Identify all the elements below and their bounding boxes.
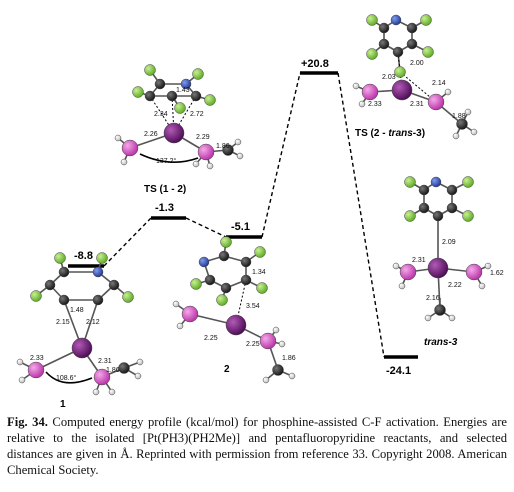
- energy-profile-figure: -8.8 -1.3 -5.1 +20.8 -24.1: [16, 14, 504, 408]
- structure-2: 1.34 3.54 2.25 2.25 1.86 2: [172, 236, 296, 384]
- svg-text:1.88: 1.88: [452, 113, 466, 120]
- svg-text:2.16: 2.16: [426, 295, 440, 302]
- label-2: 2: [224, 364, 230, 375]
- energy-values: -8.8 -1.3 -5.1 +20.8 -24.1: [74, 58, 411, 377]
- energy-connectors: [103, 72, 385, 358]
- svg-text:2.25: 2.25: [204, 335, 218, 342]
- svg-text:1.43: 1.43: [176, 87, 190, 94]
- label-ts12: TS (1 - 2): [144, 184, 186, 195]
- svg-text:2.72: 2.72: [190, 111, 204, 118]
- energy-2: -5.1: [231, 221, 250, 233]
- svg-text:2.15: 2.15: [56, 319, 70, 326]
- caption-text: Computed energy profile (kcal/mol) for p…: [7, 415, 507, 477]
- svg-text:2.09: 2.09: [442, 239, 456, 246]
- svg-text:2.03: 2.03: [382, 74, 396, 81]
- svg-text:1.86: 1.86: [106, 367, 120, 374]
- svg-text:2.26: 2.26: [144, 131, 158, 138]
- label-trans3: trans-3: [424, 337, 458, 348]
- svg-text:2.12: 2.12: [86, 319, 100, 326]
- svg-text:1.48: 1.48: [70, 307, 84, 314]
- svg-text:2.29: 2.29: [196, 134, 210, 141]
- structure-ts12: 1.43 2.34 2.72 2.26 2.29 1.86 137.2° TS …: [114, 64, 244, 195]
- energy-ts2t3: +20.8: [301, 58, 329, 70]
- svg-text:2.33: 2.33: [368, 101, 382, 108]
- svg-text:2.31: 2.31: [410, 101, 424, 108]
- energy-trans3: -24.1: [386, 365, 411, 377]
- label-1: 1: [60, 399, 66, 408]
- structure-1: 1.48 2.15 2.12 2.33 2.31 1.86 108.6° 1: [16, 252, 144, 408]
- svg-text:2.22: 2.22: [448, 282, 462, 289]
- svg-text:2.31: 2.31: [98, 358, 112, 365]
- svg-text:2.00: 2.00: [410, 60, 424, 67]
- svg-text:2.25: 2.25: [246, 341, 260, 348]
- label-ts2t3: TS (2 - trans-3): [355, 128, 425, 139]
- energy-levels: [68, 71, 418, 359]
- energy-1: -8.8: [74, 250, 93, 262]
- svg-text:2.34: 2.34: [154, 111, 168, 118]
- figure-label: Fig. 34.: [7, 415, 48, 429]
- svg-text:2.14: 2.14: [432, 80, 446, 87]
- svg-text:2.33: 2.33: [30, 355, 44, 362]
- structure-ts2t3: 2.00 2.03 2.14 2.33 2.31 1.88 TS (2 - tr…: [352, 14, 478, 140]
- svg-text:108.6°: 108.6°: [56, 374, 77, 382]
- svg-text:3.54: 3.54: [246, 303, 260, 310]
- structure-trans3: 2.09 2.31 2.22 1.62 2.16 trans-3: [392, 176, 504, 348]
- svg-text:137.2°: 137.2°: [156, 157, 177, 165]
- svg-text:2.31: 2.31: [412, 257, 426, 264]
- svg-text:1.86: 1.86: [282, 355, 296, 362]
- energy-ts12: -1.3: [155, 202, 174, 214]
- svg-text:1.86: 1.86: [216, 143, 230, 150]
- figure-caption: Fig. 34. Computed energy profile (kcal/m…: [7, 414, 507, 478]
- svg-text:1.34: 1.34: [252, 269, 266, 276]
- svg-text:1.62: 1.62: [490, 270, 504, 277]
